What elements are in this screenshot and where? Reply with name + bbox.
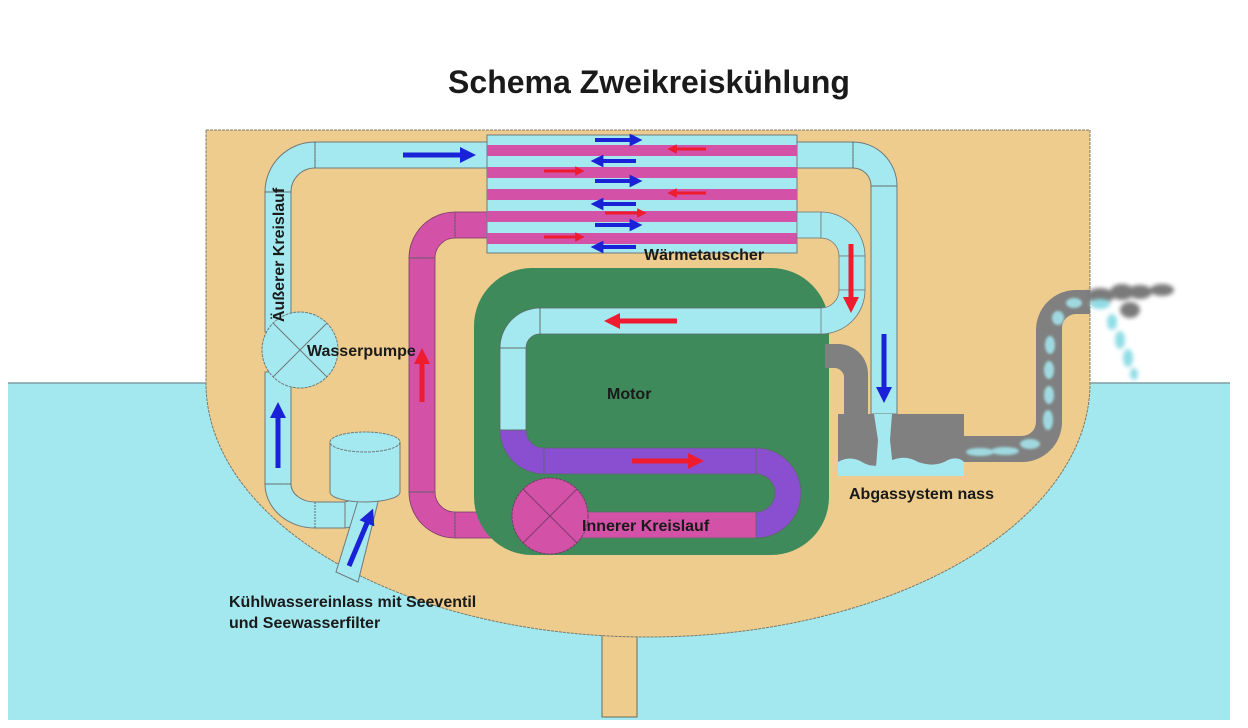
label-outer-circuit: Äußerer Kreislauf xyxy=(270,187,288,322)
heat-exchanger xyxy=(486,134,798,254)
engine-pipe-seams xyxy=(500,308,757,474)
outer-circuit-seams xyxy=(265,142,897,528)
heat-exchanger-coolant-tube xyxy=(487,167,797,178)
heat-exchanger-coolant-tube xyxy=(487,189,797,200)
label-intake-line1: Kühlwassereinlass mit Seeventil xyxy=(229,594,476,611)
flow-arrows xyxy=(269,133,893,567)
label-wet-exhaust: Abgassystem nass xyxy=(849,486,994,503)
label-water-pump: Wasserpumpe xyxy=(307,343,416,360)
exhaust-plume xyxy=(1086,284,1174,380)
heat-exchanger-coolant-tube xyxy=(487,145,797,156)
label-intake-line2: und Seewasserfilter xyxy=(229,615,380,632)
sea-water-filter xyxy=(329,431,401,503)
heat-exchanger-coolant-tube xyxy=(487,233,797,244)
water-pump xyxy=(261,311,339,389)
inner-hot-seams xyxy=(409,212,456,538)
outer-circuit xyxy=(264,141,898,583)
label-inner-circuit: Innerer Kreislauf xyxy=(582,518,710,535)
keel xyxy=(601,627,638,718)
label-heat-exchanger: Wärmetauscher xyxy=(644,247,764,264)
label-engine: Motor xyxy=(607,386,651,403)
diagram-title: Schema Zweikreiskühlung xyxy=(448,64,850,100)
raw-water-flow-arrow-icon xyxy=(346,508,375,567)
coolant-pump xyxy=(511,477,589,555)
wet-exhaust-system xyxy=(825,290,1090,476)
